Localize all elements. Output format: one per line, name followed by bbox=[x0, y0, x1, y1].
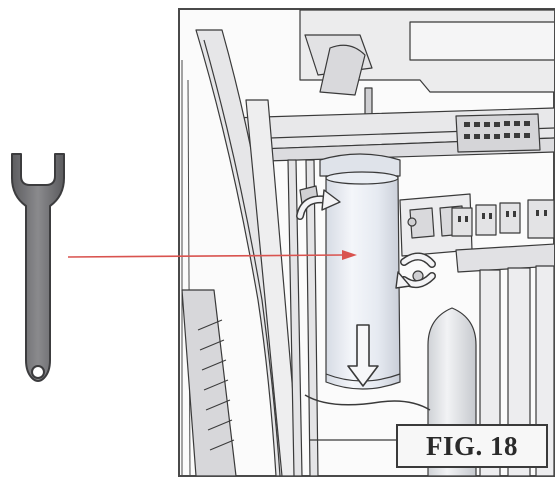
pointer-line bbox=[67, 250, 357, 260]
figure-label: FIG. 18 bbox=[396, 424, 548, 468]
rotate-arrow-icon bbox=[395, 252, 436, 289]
rotate-arrow-icon bbox=[296, 189, 341, 220]
machine-illustration bbox=[181, 9, 554, 476]
down-arrow-icon bbox=[347, 324, 379, 387]
wrench-icon bbox=[11, 153, 65, 382]
